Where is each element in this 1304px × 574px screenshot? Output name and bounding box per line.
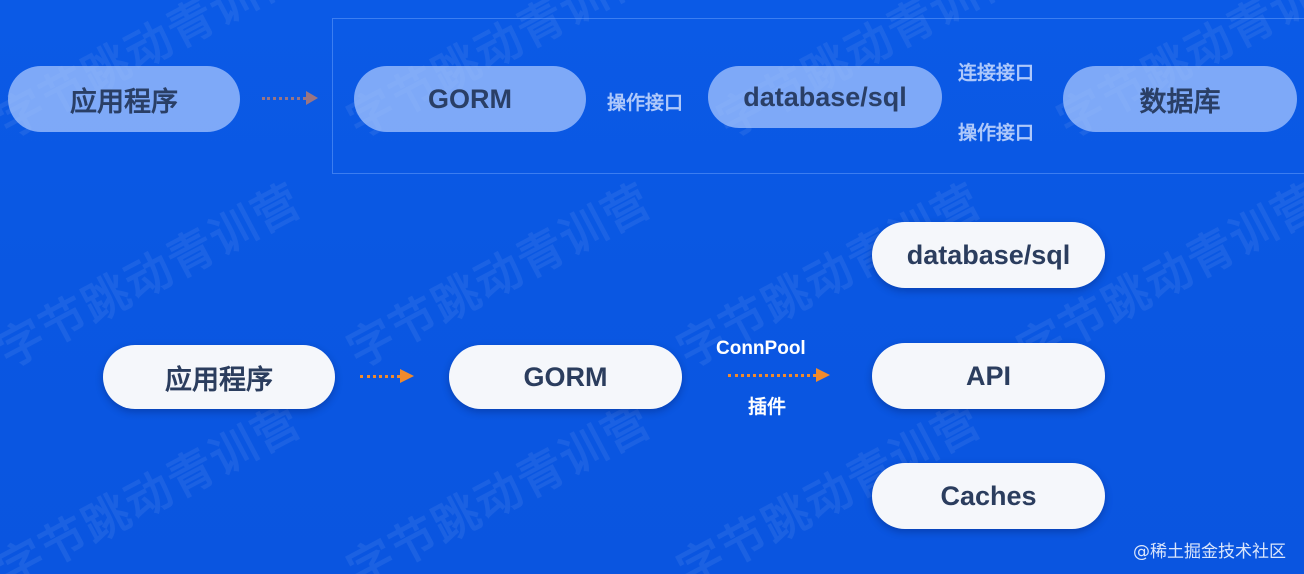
source-credit: @稀土掘金技术社区	[1133, 542, 1286, 562]
bottom-app-to-gorm-arrow	[360, 369, 414, 383]
top-op-interface-label: 操作接口	[607, 93, 684, 114]
arrow-head-icon	[816, 368, 830, 382]
gorm-to-targets-arrow	[728, 368, 830, 382]
arrow-head-icon	[400, 369, 414, 383]
target-caches-node: Caches	[872, 463, 1105, 529]
top-app-to-gorm-arrow	[262, 91, 318, 105]
top-gorm-node: GORM	[354, 66, 586, 132]
top-database-node: 数据库	[1063, 66, 1297, 132]
target-database-sql-node: database/sql	[872, 222, 1105, 288]
watermark-text: 字节跳动青训营	[0, 392, 311, 574]
top-app-node: 应用程序	[8, 66, 240, 132]
arrow-head-icon	[306, 91, 318, 105]
top-connect-interface-label: 连接接口	[958, 63, 1035, 84]
bottom-app-node: 应用程序	[103, 345, 335, 409]
target-api-node: API	[872, 343, 1105, 409]
top-database-sql-node: database/sql	[708, 66, 942, 128]
plugin-label: 插件	[748, 397, 787, 418]
watermark-text: 字节跳动青训营	[338, 392, 661, 574]
bottom-gorm-node: GORM	[449, 345, 682, 409]
top-op-interface-label-2: 操作接口	[958, 123, 1035, 144]
gorm-scope-frame	[332, 18, 1304, 174]
connpool-label: ConnPool	[716, 338, 806, 359]
